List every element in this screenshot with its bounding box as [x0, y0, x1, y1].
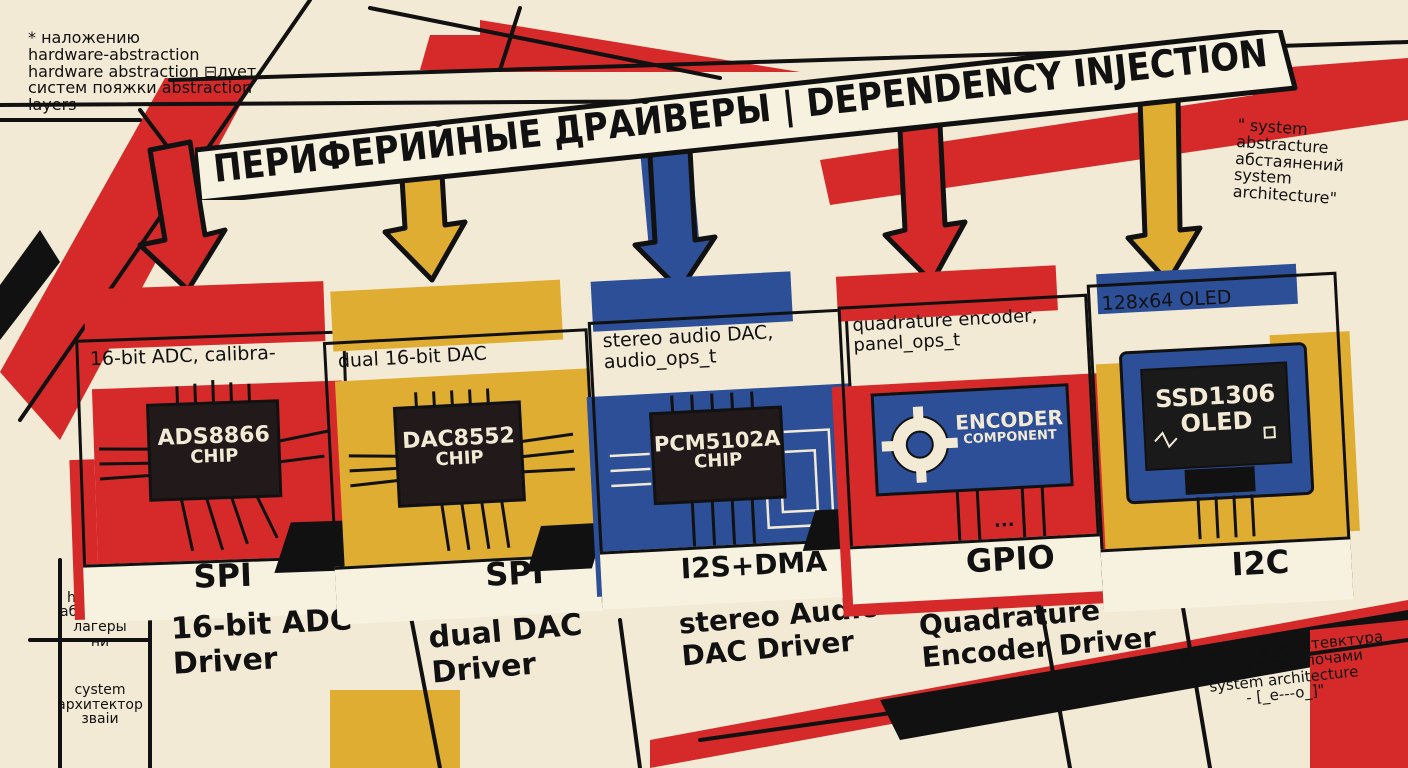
driver-card-encoder: quadrature encoder, panel_ops_t ... ENCO…	[831, 265, 1114, 617]
component-name: ENCODER COMPONENT	[954, 405, 1064, 448]
component-name: PCM5102A CHIP	[653, 426, 781, 473]
svg-text:...: ...	[993, 510, 1015, 532]
bus-label: SPI	[484, 552, 545, 594]
oled-display-icon	[1119, 342, 1315, 540]
component-name: DAC8552 CHIP	[401, 423, 516, 471]
note-top-left: * наложению hardware-abstraction hardwar…	[28, 28, 262, 115]
component-name: ADS8866 CHIP	[157, 422, 271, 468]
page-title: ПЕРИФЕРИЙНЫЕ ДРАЙВЕРЫ | DEPENDENCY INJEC…	[211, 31, 1270, 192]
ic-chip-icon	[348, 388, 575, 552]
ic-chip-icon	[99, 379, 329, 552]
title-banner: ПЕРИФЕРИЙНЫЕ ДРАЙВЕРЫ | DEPENDENCY INJEC…	[195, 30, 1298, 200]
bus-label: GPIO	[964, 537, 1056, 581]
driver-card-dac: dual 16-bit DAC DAC8552 CHIP SPI	[322, 279, 606, 625]
driver-card-oled: 128x64 OLED SSD1306 OLED I2C	[1086, 263, 1360, 613]
bus-label: I2C	[1230, 542, 1291, 584]
driver-label-adc: 16-bit ADC Driver	[170, 602, 353, 682]
driver-card-adc: 16-bit ADC, calibra- ADS8866 CHIP SPI	[69, 281, 361, 623]
bus-label: SPI	[192, 555, 253, 596]
component-name: SSD1306 OLED	[1154, 379, 1276, 439]
gear-icon: ...	[870, 383, 1074, 541]
driver-card-audio-dac: stereo audio DAC, audio_ops_t PCM5102A C…	[586, 271, 866, 610]
note-left-2: cystem архитектор зваіи	[57, 682, 143, 728]
driver-label-dac: dual DAC Driver	[427, 607, 584, 691]
note-top-right: " system abstracture абстаянений system …	[1232, 114, 1345, 209]
